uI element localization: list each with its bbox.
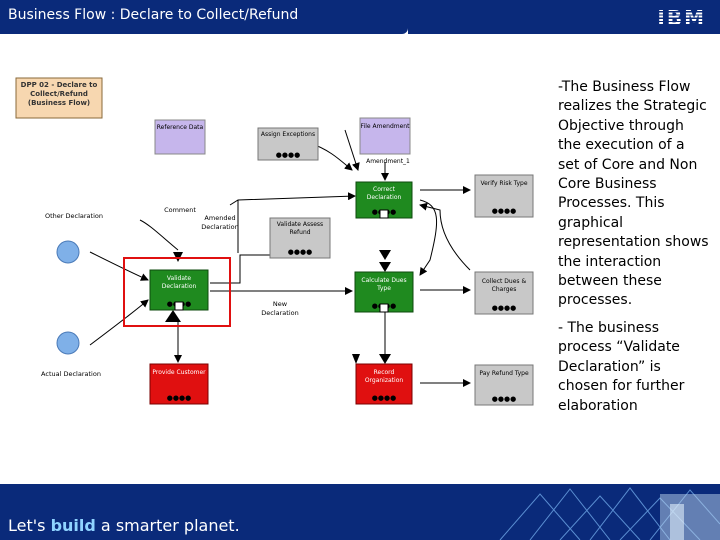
new-declaration-label: New Declaration: [261, 300, 299, 317]
slogan-build: build: [50, 516, 96, 535]
assign-exceptions-label: Assign Exceptions: [260, 131, 316, 138]
calculate-dues-label: Calculate Dues Type: [361, 277, 407, 292]
collect-dues-label: Collect Dues & Charges: [481, 278, 527, 293]
svg-text:●●●●: ●●●●: [372, 394, 396, 402]
process-verify-risk: Verify Risk Type ●●●●: [474, 174, 534, 218]
svg-text:●●●●: ●●●●: [492, 304, 516, 312]
svg-text:●●●●: ●●●●: [492, 395, 516, 403]
pay-refund-label: Pay Refund Type: [479, 370, 529, 377]
process-validate-declaration: Validate Declaration ●●●●: [149, 269, 209, 311]
event-other-declaration: [56, 240, 80, 264]
comment-label: Comment: [164, 206, 196, 214]
svg-text:●●●●: ●●●●: [288, 248, 312, 256]
header-logo-area: IBM: [408, 0, 720, 34]
reference-data-label: Reference Data: [156, 124, 204, 131]
frame-title-box: [15, 77, 103, 119]
page-title: Business Flow : Declare to Collect/Refun…: [8, 7, 299, 23]
amended-declaration-label: Amended Declaration: [201, 214, 239, 231]
validate-assess-label: Validate Assess Refund: [276, 221, 324, 236]
process-record-organization: Record Organization ●●●●: [355, 363, 413, 405]
data-object-reference: Reference Data: [154, 119, 206, 155]
actual-declaration-label: Actual Declaration: [41, 370, 101, 378]
frame-title: DPP 02 - Declare to Collect/Refund (Busi…: [20, 81, 98, 107]
svg-text:●●●●: ●●●●: [167, 394, 191, 402]
title-bar: Business Flow : Declare to Collect/Refun…: [0, 0, 408, 34]
process-pay-refund: Pay Refund Type ●●●●: [474, 364, 534, 406]
process-assign-exceptions: Assign Exceptions ●●●●: [257, 127, 319, 161]
verify-risk-label: Verify Risk Type: [480, 180, 528, 187]
provide-customer-label: Provide Customer: [152, 369, 206, 376]
record-organization-label: Record Organization: [364, 369, 404, 384]
footer-slogan: Let's build a smarter planet.: [8, 516, 240, 535]
explanation-paragraph-1: -The Business Flow realizes the Strategi…: [558, 79, 709, 309]
validate-declaration-highlight: [123, 257, 231, 327]
data-object-amendment: File Amendment: [359, 117, 411, 155]
amendment-1-label: Amendment_1: [366, 158, 410, 165]
explanation-paragraph-2: - The business process “Validate Declara…: [558, 319, 685, 414]
event-actual-declaration: [56, 331, 80, 355]
footer-bar: Let's build a smarter planet.: [0, 484, 720, 540]
process-validate-assess: Validate Assess Refund ●●●●: [269, 217, 331, 259]
process-calculate-dues: Calculate Dues Type ●●●●: [354, 271, 414, 313]
validate-declaration-label: Validate Declaration: [161, 275, 197, 290]
file-amendment-label: File Amendment: [360, 123, 410, 130]
explanation-text: -The Business Flow realizes the Strategi…: [558, 78, 710, 424]
other-declaration-label: Other Declaration: [45, 212, 103, 220]
correct-declaration-label: Correct Declaration: [366, 186, 402, 201]
svg-text:●●●●: ●●●●: [276, 151, 300, 159]
process-collect-dues: Collect Dues & Charges ●●●●: [474, 271, 534, 315]
process-correct-declaration: Correct Declaration ●●●●: [355, 181, 413, 219]
process-provide-customer: Provide Customer ●●●●: [149, 363, 209, 405]
ibm-logo: IBM: [657, 6, 706, 30]
svg-text:●●●●: ●●●●: [492, 207, 516, 215]
building-graphic-decoration: [499, 487, 720, 540]
business-flow-diagram: DPP 02 - Declare to Collect/Refund (Busi…: [15, 77, 534, 406]
